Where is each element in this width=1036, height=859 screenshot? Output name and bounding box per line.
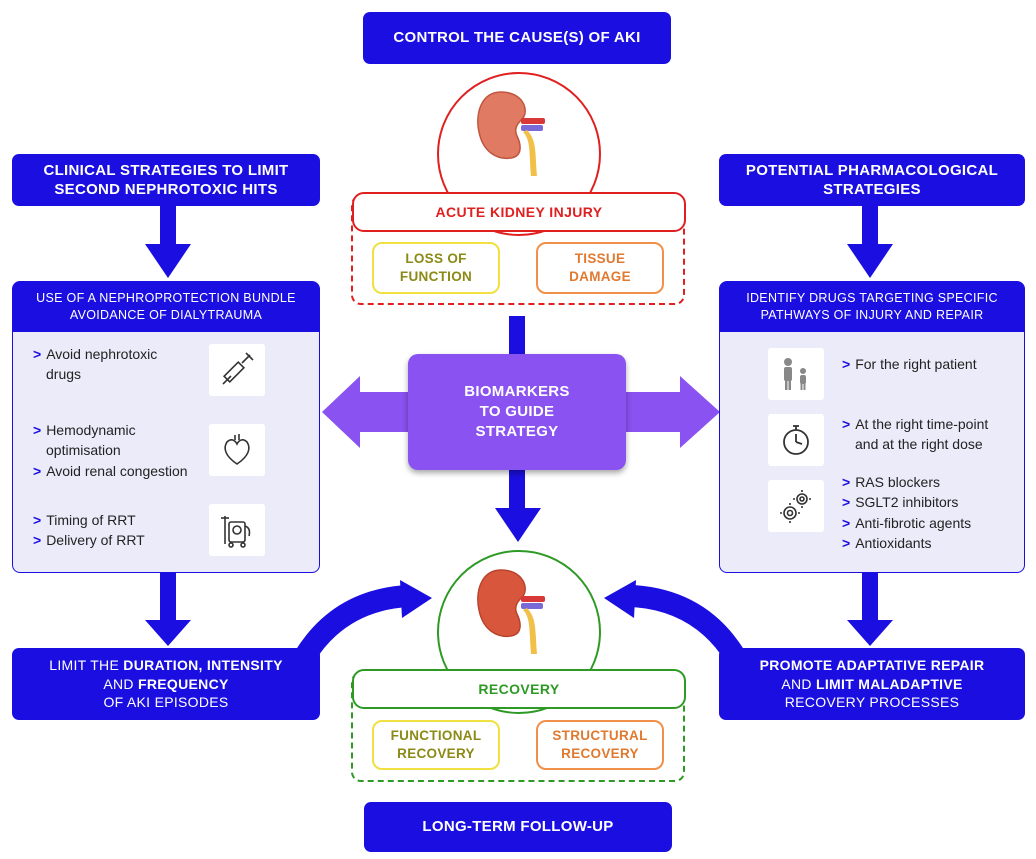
list-item: >Timing of RRT	[33, 512, 136, 528]
right-group-timing: >At the right time-point and at the righ…	[842, 414, 1026, 455]
right-group-drugs: >RAS blockers >SGLT2 inhibitors >Anti-fi…	[842, 472, 1026, 553]
recovery-title: RECOVERY	[478, 681, 560, 697]
right-group-patient: >For the right patient	[842, 354, 1022, 374]
kidney-icon	[477, 91, 545, 176]
pharmacological-strategies-header: POTENTIAL PHARMACOLOGICAL STRATEGIES	[719, 154, 1025, 206]
list-item: >Avoid nephrotoxic	[33, 346, 158, 362]
left-group-hemodynamic: >Hemodynamic optimisation >Avoid renal c…	[33, 420, 218, 481]
limit-line1: LIMIT THE DURATION, INTENSITY	[49, 656, 283, 673]
panel-title-line1: USE OF A NEPHROPROTECTION BUNDLE	[36, 291, 296, 306]
biomarkers-box: BIOMARKERS TO GUIDE STRATEGY	[408, 354, 626, 470]
long-term-followup-box: LONG-TERM FOLLOW-UP	[364, 802, 672, 852]
list-item: >Hemodynamic	[33, 422, 136, 438]
biomarkers-line3: STRATEGY	[475, 423, 559, 441]
control-cause-box: CONTROL THE CAUSE(S) OF AKI	[363, 12, 671, 64]
list-item: >SGLT2 inhibitors	[842, 494, 959, 511]
heart-icon	[209, 424, 265, 476]
panel-title-line2: PATHWAYS OF INJURY AND REPAIR	[760, 308, 984, 322]
clinical-strategies-header: CLINICAL STRATEGIES TO LIMIT SECOND NEPH…	[12, 154, 320, 206]
tissue-damage-line1: TISSUE	[574, 250, 626, 266]
aki-title-pill: ACUTE KIDNEY INJURY	[352, 192, 686, 232]
pharmacological-line2: STRATEGIES	[823, 181, 921, 198]
loss-of-function-tag: LOSS OF FUNCTION	[372, 242, 500, 294]
list-item: >Delivery of RRT	[33, 532, 145, 549]
structural-recovery-tag: STRUCTURAL RECOVERY	[536, 720, 664, 770]
drug-targeting-panel: IDENTIFY DRUGS TARGETING SPECIFIC PATHWA…	[719, 281, 1025, 573]
limit-aki-episodes-box: LIMIT THE DURATION, INTENSITY AND FREQUE…	[12, 648, 320, 720]
aki-title: ACUTE KIDNEY INJURY	[435, 204, 603, 220]
stopwatch-icon	[768, 414, 824, 466]
kidney-icon	[477, 569, 545, 654]
structural-recovery-line2: RECOVERY	[561, 746, 639, 761]
tissue-damage-line2: DAMAGE	[569, 269, 631, 284]
patient-family-icon	[768, 348, 824, 400]
pharmacological-line1: POTENTIAL PHARMACOLOGICAL	[745, 161, 999, 179]
functional-recovery-line2: RECOVERY	[397, 746, 475, 761]
recovery-title-pill: RECOVERY	[352, 669, 686, 709]
left-group-nephrotoxic: >Avoid nephrotoxic drugs	[33, 344, 203, 385]
adaptative-repair-box: PROMOTE ADAPTATIVE REPAIR AND LIMIT MALA…	[719, 648, 1025, 720]
list-item: drugs	[46, 366, 82, 383]
limit-line2: AND FREQUENCY	[103, 675, 229, 692]
list-item: and at the right dose	[855, 436, 983, 453]
repair-line1: PROMOTE ADAPTATIVE REPAIR	[759, 656, 985, 673]
limit-line3: OF AKI EPISODES	[103, 694, 229, 711]
gears-icon	[768, 480, 824, 532]
list-item: >For the right patient	[842, 356, 977, 372]
list-item: >Anti-fibrotic agents	[842, 514, 972, 531]
repair-line3: RECOVERY PROCESSES	[784, 694, 960, 711]
tissue-damage-tag: TISSUE DAMAGE	[536, 242, 664, 294]
panel-title-line1: IDENTIFY DRUGS TARGETING SPECIFIC	[746, 291, 998, 306]
loss-of-function-line2: FUNCTION	[399, 269, 473, 284]
list-item: >Antioxidants	[842, 534, 932, 551]
functional-recovery-line1: FUNCTIONAL	[390, 727, 482, 743]
biomarkers-line2: TO GUIDE	[479, 402, 555, 420]
list-item: >RAS blockers	[842, 474, 940, 490]
nephroprotection-panel-title: USE OF A NEPHROPROTECTION BUNDLE AVOIDAN…	[13, 282, 319, 332]
repair-line2: AND LIMIT MALADAPTIVE	[781, 675, 963, 692]
list-item: optimisation	[46, 442, 121, 459]
structural-recovery-line1: STRUCTURAL	[552, 727, 648, 743]
dialysis-machine-icon	[209, 504, 265, 556]
clinical-strategies-line2: SECOND NEPHROTOXIC HITS	[54, 181, 278, 198]
functional-recovery-tag: FUNCTIONAL RECOVERY	[372, 720, 500, 770]
long-term-followup-label: LONG-TERM FOLLOW-UP	[422, 818, 614, 836]
panel-title-line2: AVOIDANCE OF DIALYTRAUMA	[69, 308, 263, 322]
biomarkers-line1: BIOMARKERS	[464, 382, 570, 400]
list-item: >Avoid renal congestion	[33, 462, 188, 479]
left-group-rrt: >Timing of RRT >Delivery of RRT	[33, 510, 203, 551]
list-item: >At the right time-point	[842, 416, 989, 432]
loss-of-function-line1: LOSS OF	[405, 250, 467, 266]
control-cause-label: CONTROL THE CAUSE(S) OF AKI	[393, 29, 641, 47]
syringe-icon	[209, 344, 265, 396]
clinical-strategies-line1: CLINICAL STRATEGIES TO LIMIT	[43, 161, 289, 179]
nephroprotection-panel: USE OF A NEPHROPROTECTION BUNDLE AVOIDAN…	[12, 281, 320, 573]
drug-targeting-panel-title: IDENTIFY DRUGS TARGETING SPECIFIC PATHWA…	[720, 282, 1024, 332]
